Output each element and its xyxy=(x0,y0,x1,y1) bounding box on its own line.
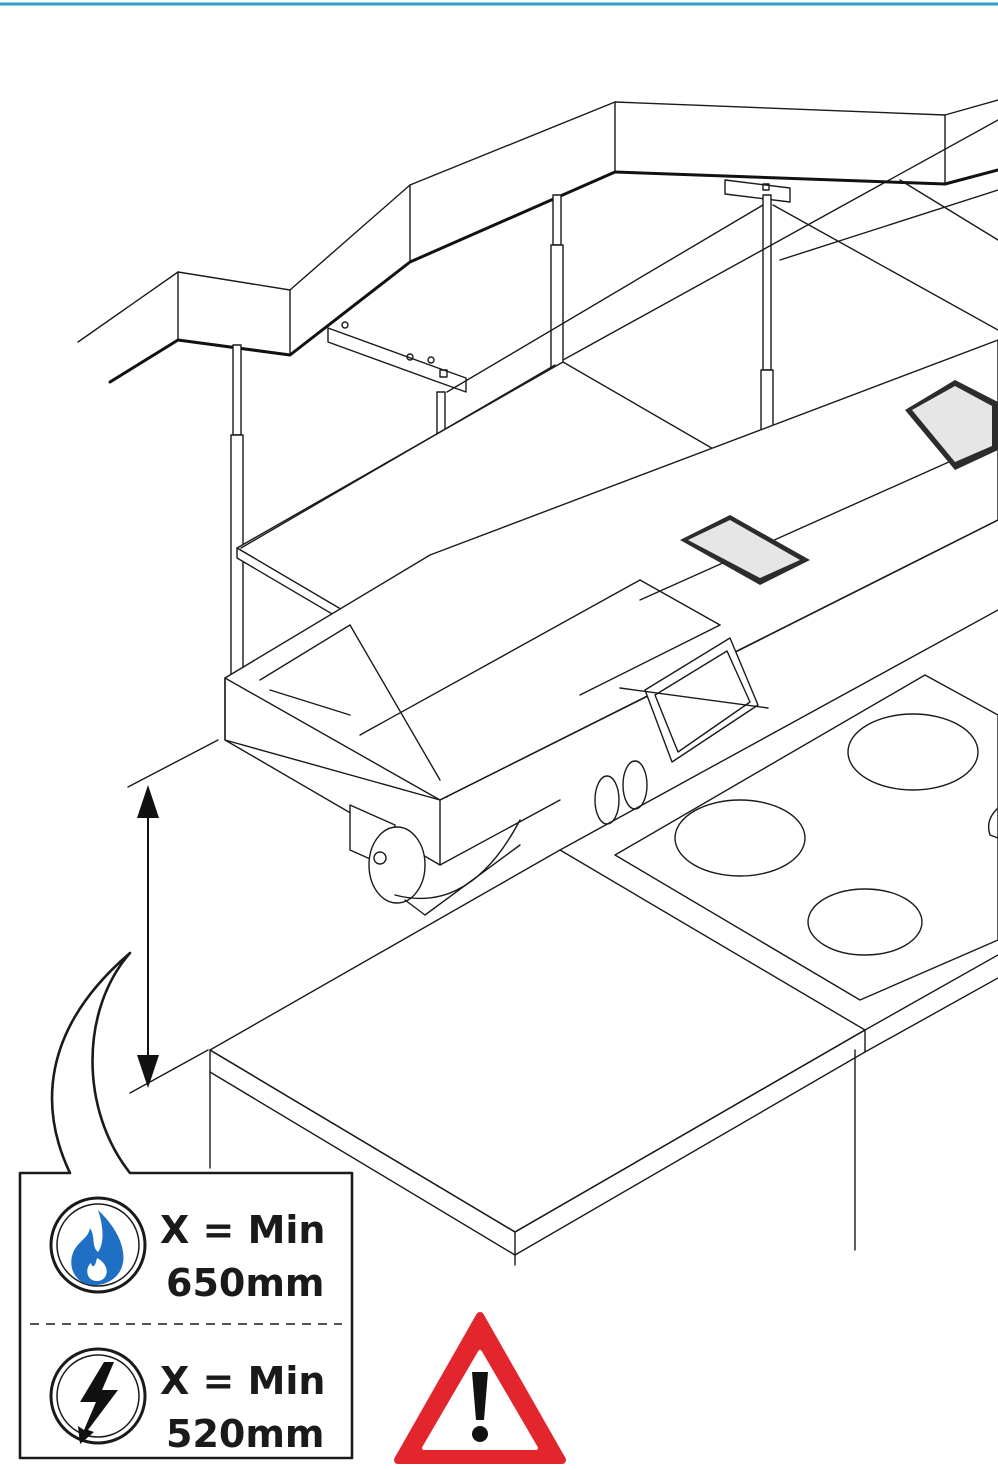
callout-box: X = Min 650mm X = Min 520mm xyxy=(18,951,354,1460)
lightning-bolt-icon xyxy=(49,1347,147,1445)
gas-flame-icon xyxy=(49,1196,147,1294)
ceiling-soffit xyxy=(77,99,998,384)
control-panel xyxy=(619,637,769,763)
gas-min-value: 650mm xyxy=(166,1261,325,1305)
filter-grid-front xyxy=(680,515,810,585)
knob xyxy=(622,760,648,810)
hob-burner xyxy=(674,799,806,877)
electric-min-value: 520mm xyxy=(166,1412,325,1456)
hob-burner xyxy=(807,888,923,956)
filter-grid-rear xyxy=(905,380,998,470)
warning-triangle-icon xyxy=(394,1312,566,1464)
knob xyxy=(594,775,620,825)
gas-min-label: X = Min xyxy=(160,1208,326,1252)
hob-burner xyxy=(847,713,979,791)
hob xyxy=(614,674,998,1001)
roll-holder xyxy=(349,804,521,916)
countertop xyxy=(209,609,998,1266)
hood-frame xyxy=(224,119,998,916)
electric-min-label: X = Min xyxy=(160,1359,326,1403)
dimension-x xyxy=(127,739,219,1094)
